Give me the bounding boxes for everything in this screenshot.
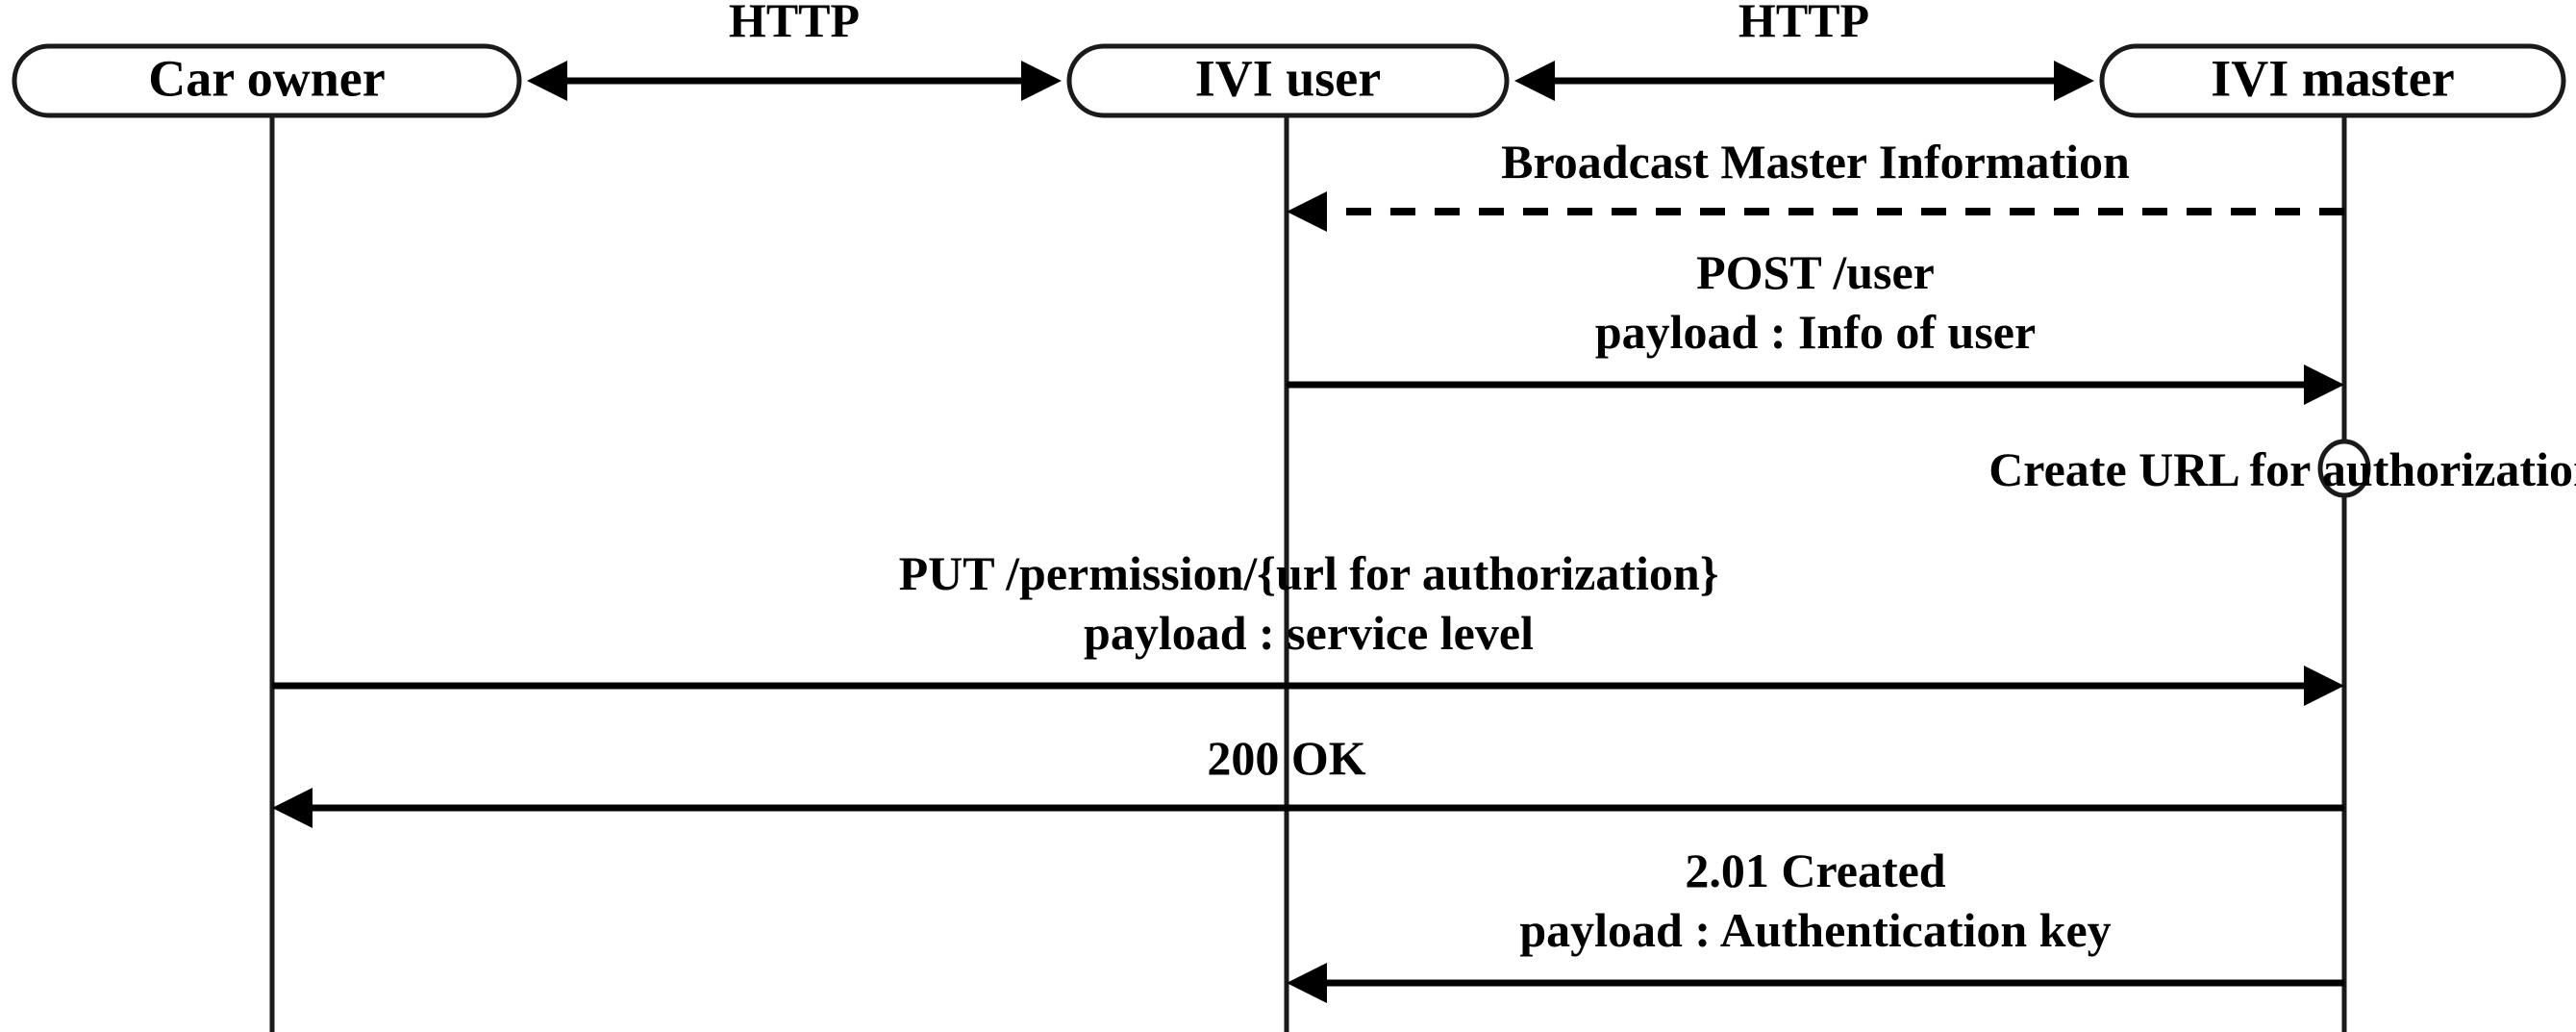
message-label-post-user-line-2: payload : Info of user (1595, 305, 2036, 359)
message-put-permission[interactable]: PUT /permission/{url for authorization} p… (272, 546, 2344, 706)
message-label-create-url-for-authorization: Create URL for authorization (1988, 442, 2576, 496)
participant-car-owner[interactable]: Car owner (12, 43, 522, 118)
message-200-ok[interactable]: 200 OK (272, 731, 2344, 828)
arrowhead-2-01-created (1287, 963, 1327, 1003)
message-post-user[interactable]: POST /user payload : Info of user (1287, 245, 2344, 405)
arrowhead-http-right-left (1514, 61, 1555, 101)
arrowhead-http-right-right (2054, 61, 2094, 101)
header-link-http-right[interactable]: HTTP (1514, 0, 2094, 101)
message-label-put-permission-line-1: PUT /permission/{url for authorization} (899, 546, 1719, 600)
participants-group: Car owner IVI user IVI master (12, 43, 2566, 118)
participant-ivi-master[interactable]: IVI master (2099, 43, 2566, 118)
arrowhead-put-permission (2304, 666, 2344, 706)
header-link-label-http-right: HTTP (1738, 0, 1869, 47)
participant-box-ivi-master (2099, 43, 2566, 118)
message-2-01-created[interactable]: 2.01 Created payload : Authentication key (1287, 843, 2344, 1003)
message-label-200-ok: 200 OK (1207, 731, 1365, 785)
header-links-group: HTTP HTTP (527, 0, 2094, 101)
internal-action-circle (2317, 439, 2371, 498)
participant-box-car-owner (12, 43, 522, 118)
arrowhead-post-user (2304, 365, 2344, 405)
arrowhead-http-left-right (1021, 61, 1062, 101)
lifelines-group (269, 115, 2347, 1032)
header-link-http-left[interactable]: HTTP (527, 0, 1062, 101)
participant-ivi-user[interactable]: IVI user (1066, 43, 1510, 118)
arrowhead-200-ok (272, 788, 313, 828)
participant-label-car-owner: Car owner (148, 49, 385, 107)
message-label-broadcast-master-information: Broadcast Master Information (1501, 135, 2130, 189)
message-label-post-user-line-1: POST /user (1696, 245, 1935, 299)
participant-label-ivi-user: IVI user (1195, 49, 1382, 107)
participant-box-ivi-user (1066, 43, 1510, 118)
participant-label-ivi-master: IVI master (2211, 49, 2454, 107)
message-label-put-permission-line-2: payload : service level (1084, 606, 1534, 660)
message-broadcast-master-information[interactable]: Broadcast Master Information (1287, 135, 2344, 232)
arrowhead-broadcast-master-information (1287, 191, 1327, 232)
message-label-2-01-created-line-1: 2.01 Created (1685, 843, 1945, 897)
arrowhead-http-left-left (527, 61, 567, 101)
message-label-2-01-created-line-2: payload : Authentication key (1519, 903, 2111, 957)
header-link-label-http-left: HTTP (729, 0, 860, 47)
message-create-url-for-authorization[interactable]: Create URL for authorization (1988, 439, 2576, 498)
